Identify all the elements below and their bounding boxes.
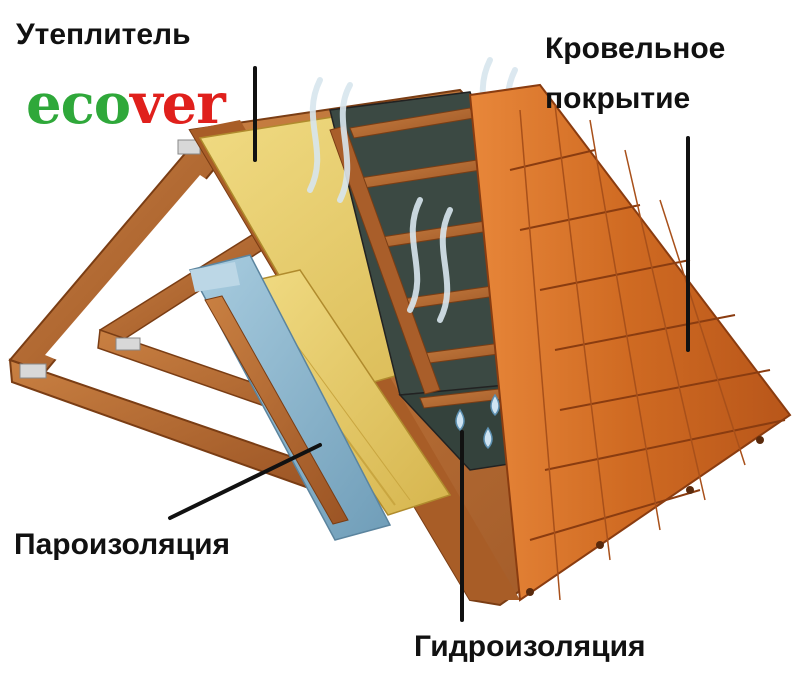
- roof-tiles: [468, 83, 792, 602]
- water-drops: [455, 393, 500, 450]
- label-roof-covering-line1: Кровельное: [545, 32, 726, 65]
- label-waterproofing: Гидроизоляция: [414, 630, 646, 663]
- label-roof-covering-line2: покрытие: [545, 82, 691, 115]
- label-vapor-barrier: Пароизоляция: [14, 528, 231, 561]
- ecover-logo: ecover: [26, 76, 226, 132]
- logo-part-eco: eco: [26, 71, 131, 137]
- leader-lines: [168, 66, 690, 622]
- leader-vapor-barrier: [168, 443, 322, 520]
- logo-part-ver: ver: [130, 71, 226, 137]
- vapor-barrier-layer: [188, 254, 392, 541]
- label-insulation: Утеплитель: [16, 18, 191, 51]
- back-truss: [8, 128, 391, 494]
